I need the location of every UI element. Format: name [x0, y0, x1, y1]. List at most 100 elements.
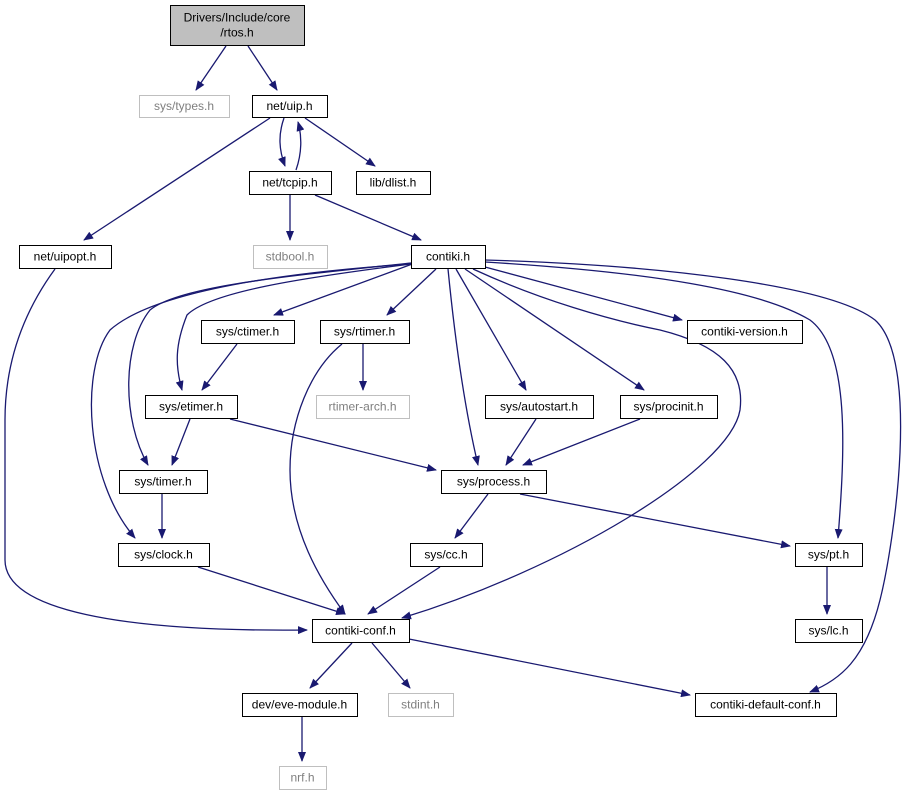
edge-sys-etimer-to-sys-timer — [171, 418, 191, 466]
node-box — [356, 171, 431, 195]
node-box — [410, 543, 483, 567]
node-box — [441, 470, 547, 494]
node-box — [687, 320, 803, 344]
edge-contiki-to-contiki-default-conf — [484, 259, 902, 693]
node-contiki-conf[interactable]: contiki-conf.h — [312, 619, 410, 643]
node-label: stdint.h — [401, 698, 440, 712]
node-sys-pt[interactable]: sys/pt.h — [795, 543, 863, 567]
edge-contiki-to-sys-clock — [90, 263, 412, 539]
node-sys-lc[interactable]: sys/lc.h — [795, 619, 863, 643]
node-box — [242, 693, 358, 717]
node-stdbool: stdbool.h — [253, 245, 328, 269]
node-box — [795, 543, 863, 567]
node-sys-clock[interactable]: sys/clock.h — [118, 543, 210, 567]
node-sys-types: sys/types.h — [139, 95, 230, 118]
node-sys-etimer[interactable]: sys/etimer.h — [145, 395, 238, 419]
edge-contiki-to-sys-etimer — [175, 263, 412, 391]
node-box — [253, 245, 328, 269]
node-stdint: stdint.h — [388, 693, 454, 717]
edge-sys-clock-to-contiki-conf — [197, 566, 346, 616]
edge-contiki-conf-to-contiki-default-conf — [408, 638, 691, 698]
node-dev-eve-module[interactable]: dev/eve-module.h — [242, 693, 358, 717]
node-contiki-version[interactable]: contiki-version.h — [687, 320, 803, 344]
node-sys-ctimer[interactable]: sys/ctimer.h — [201, 320, 295, 344]
edge-net-tcpip-to-contiki — [314, 194, 422, 241]
edge-sys-procinit-to-sys-process — [522, 418, 641, 466]
node-box — [201, 320, 295, 344]
node-label: sys/ctimer.h — [216, 325, 279, 339]
node-sys-autostart[interactable]: sys/autostart.h — [485, 395, 594, 419]
node-label: sys/pt.h — [808, 548, 849, 562]
node-box — [695, 693, 837, 717]
node-box — [312, 619, 410, 643]
nodes-layer: Drivers/Include/core/rtos.h sys/types.h ne… — [19, 5, 863, 790]
edge-net-uip-to-lib-dlist — [304, 117, 376, 167]
edge-contiki-conf-to-stdint — [371, 642, 411, 689]
node-label: nrf.h — [290, 771, 314, 785]
node-label: sys/procinit.h — [633, 400, 703, 414]
node-label: rtimer-arch.h — [328, 400, 396, 414]
node-label: sys/timer.h — [134, 475, 191, 489]
node-box — [249, 171, 332, 195]
node-label: sys/autostart.h — [500, 400, 578, 414]
node-box — [279, 766, 327, 790]
node-label: lib/dlist.h — [370, 176, 417, 190]
edge-sys-etimer-to-sys-process — [229, 418, 437, 472]
edge-sys-cc-to-contiki-conf — [367, 566, 441, 615]
node-label: sys/clock.h — [134, 548, 193, 562]
node-sys-timer[interactable]: sys/timer.h — [119, 470, 208, 494]
node-net-tcpip[interactable]: net/tcpip.h — [249, 171, 332, 195]
edge-contiki-to-sys-autostart — [455, 268, 527, 391]
node-box — [19, 245, 112, 269]
node-sys-process[interactable]: sys/process.h — [441, 470, 547, 494]
node-lib-dlist[interactable]: lib/dlist.h — [356, 171, 431, 195]
edges-layer — [4, 45, 902, 762]
node-label: contiki.h — [426, 250, 470, 264]
node-label: sys/cc.h — [424, 548, 467, 562]
node-contiki[interactable]: contiki.h — [411, 245, 486, 269]
node-nrf: nrf.h — [279, 766, 327, 790]
node-label: contiki-conf.h — [325, 624, 396, 638]
node-net-uipopt[interactable]: net/uipopt.h — [19, 245, 112, 269]
node-net-uip[interactable]: net/uip.h — [252, 95, 328, 118]
node-label: Drivers/Include/core — [184, 11, 291, 25]
edge-rtos-to-net-uip — [247, 45, 278, 91]
edge-net-uipopt-to-contiki-conf — [4, 268, 308, 635]
edge-contiki-to-sys-pt — [484, 261, 844, 539]
edge-net-uip-to-net-uipopt — [83, 117, 271, 241]
node-box — [316, 395, 410, 419]
node-label: dev/eve-module.h — [252, 698, 347, 712]
edge-net-uip-to-net-tcpip — [278, 117, 286, 167]
edge-net-tcpip-to-net-uip — [295, 121, 305, 171]
node-rtimer-arch: rtimer-arch.h — [316, 395, 410, 419]
node-rtos[interactable]: Drivers/Include/core/rtos.h — [170, 5, 305, 46]
node-sys-procinit[interactable]: sys/procinit.h — [620, 395, 718, 419]
edge-rtos-to-sys-types — [195, 45, 227, 91]
node-contiki-default-conf[interactable]: contiki-default-conf.h — [695, 693, 837, 717]
node-label: sys/etimer.h — [159, 400, 223, 414]
node-box — [145, 395, 238, 419]
node-label: contiki-version.h — [701, 325, 788, 339]
node-label: sys/types.h — [154, 99, 214, 113]
edge-contiki-to-sys-procinit — [464, 268, 645, 391]
node-label: sys/rtimer.h — [334, 325, 395, 339]
edge-contiki-to-sys-ctimer — [273, 262, 416, 316]
node-box — [119, 470, 208, 494]
node-label: stdbool.h — [266, 250, 315, 264]
node-box — [139, 95, 230, 118]
edge-sys-process-to-sys-pt — [519, 493, 791, 549]
node-label: sys/lc.h — [808, 624, 848, 638]
node-label: /rtos.h — [220, 26, 253, 40]
edge-sys-ctimer-to-sys-etimer — [201, 343, 238, 391]
node-box — [620, 395, 718, 419]
node-label: net/uip.h — [266, 99, 312, 113]
node-box — [411, 245, 486, 269]
node-sys-rtimer[interactable]: sys/rtimer.h — [320, 320, 410, 344]
edge-sys-autostart-to-sys-process — [505, 418, 537, 466]
node-box — [388, 693, 454, 717]
node-box — [118, 543, 210, 567]
edge-contiki-to-contiki-version — [484, 266, 683, 322]
node-sys-cc[interactable]: sys/cc.h — [410, 543, 483, 567]
node-box — [320, 320, 410, 344]
